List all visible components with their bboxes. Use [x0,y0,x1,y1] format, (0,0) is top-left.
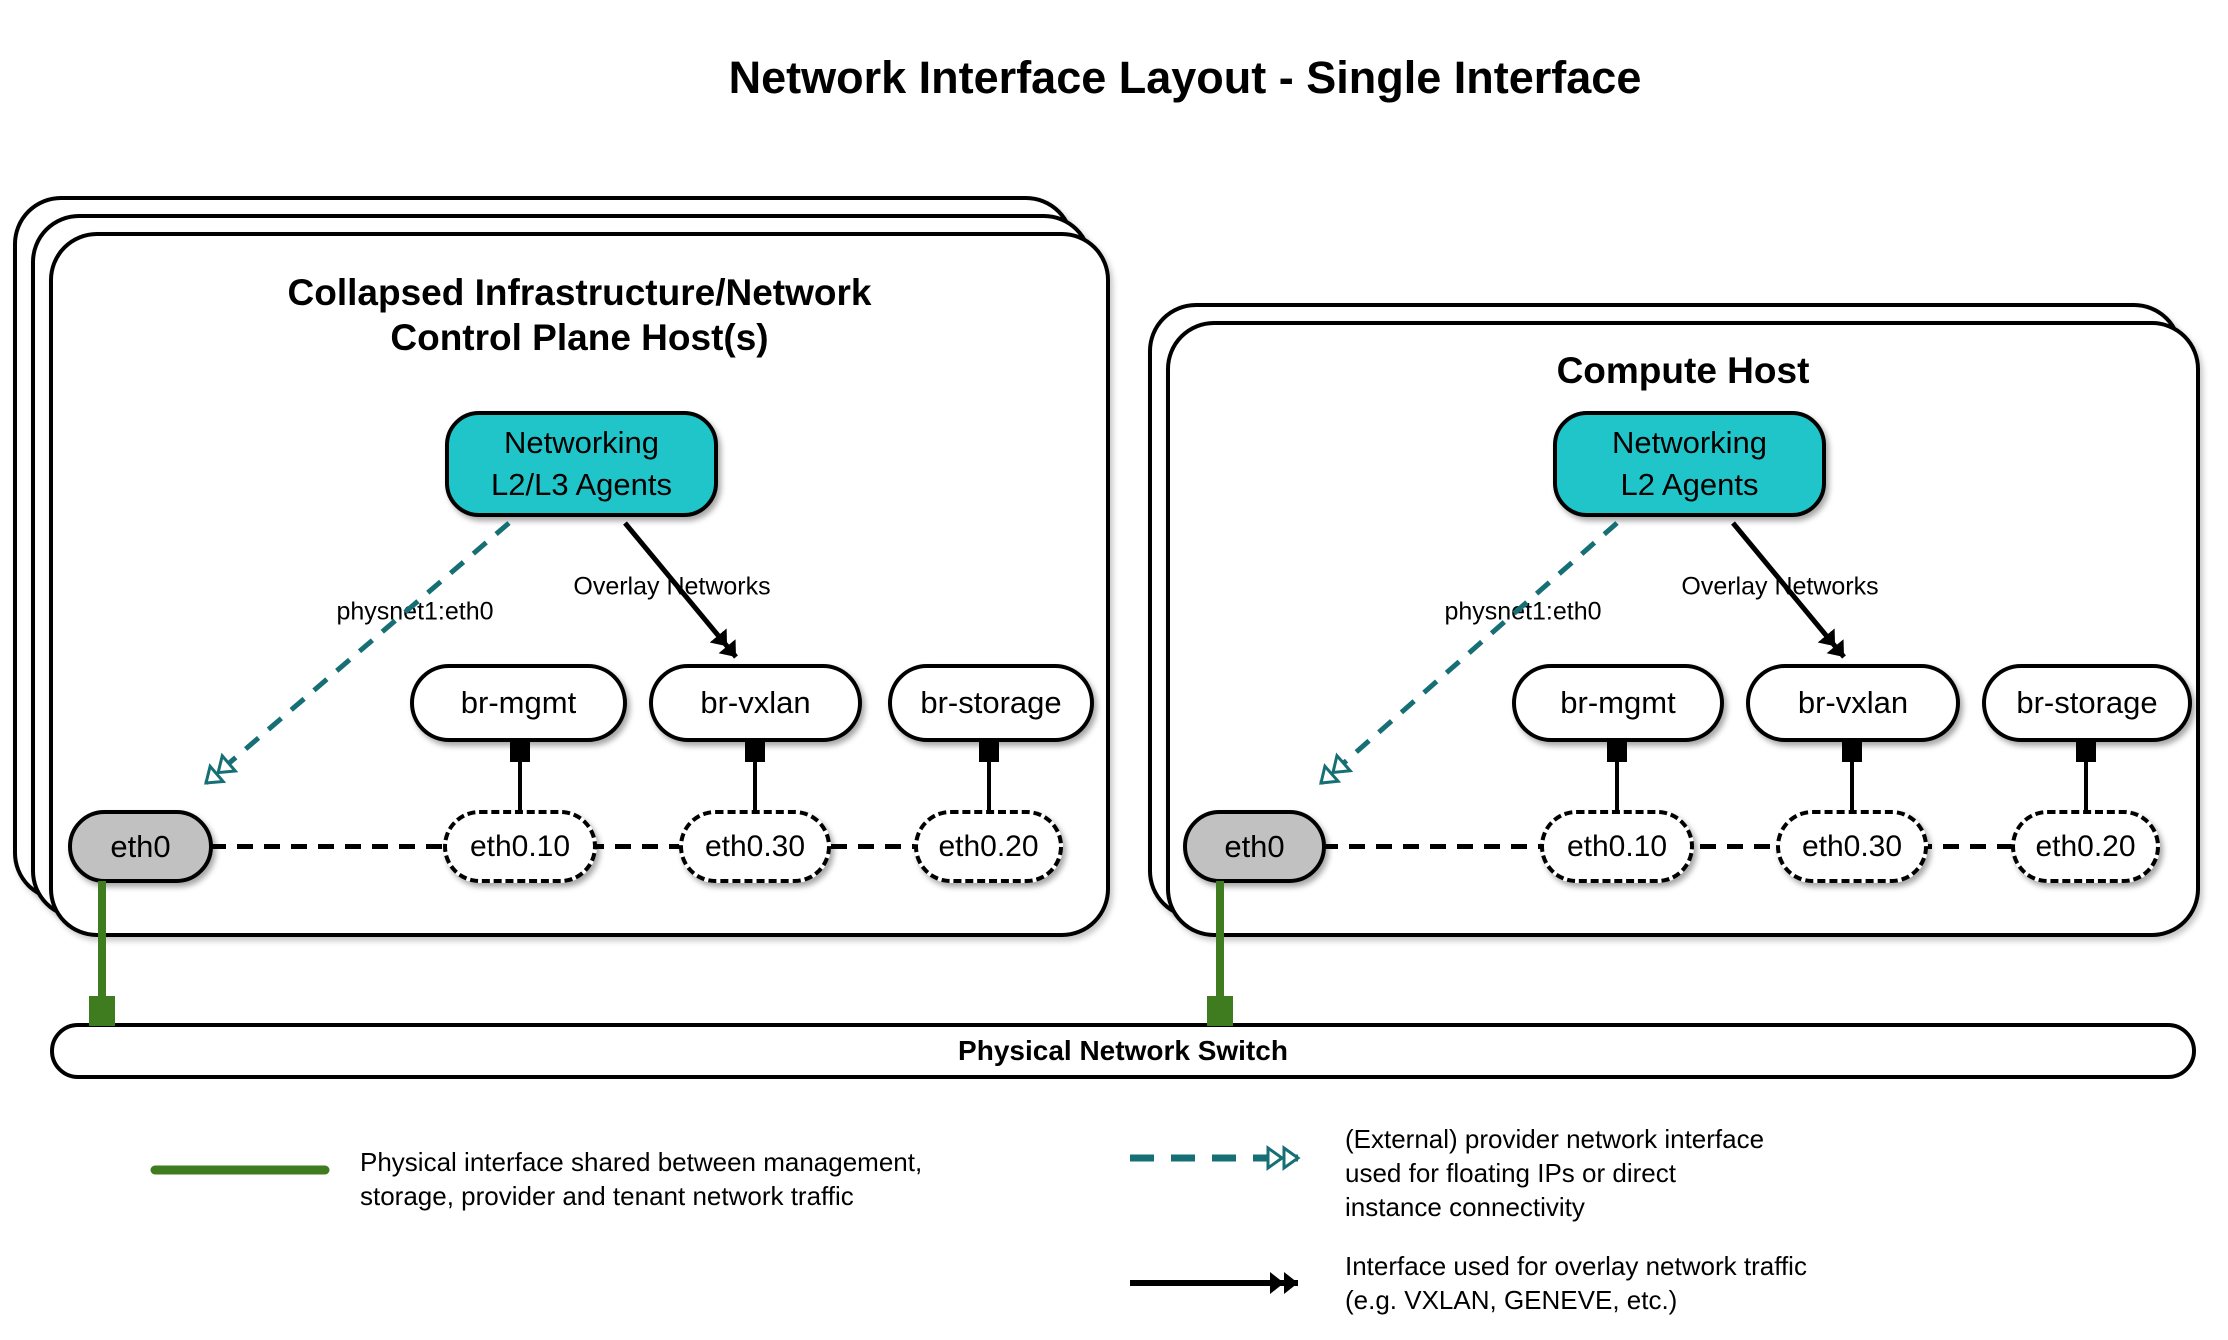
right-br-mgmt-port-square [1607,740,1627,762]
legend-overlay-line2: (e.g. VXLAN, GENEVE, etc.) [1345,1285,1678,1315]
left-bridge-br-storage: br-storage [888,664,1094,742]
page-title: Network Interface Layout - Single Interf… [728,52,1642,103]
control-plane-host-title-line2: Control Plane Host(s) [390,317,769,358]
legend-overlay-interface-text: Interface used for overlay network traff… [1345,1249,1807,1317]
left-br-vxlan-link-line [753,744,757,812]
left-agent-label-line2: L2/L3 Agents [491,467,672,502]
right-agent-label-line2: L2 Agents [1620,467,1759,502]
right-overlay-networks-label: Overlay Networks [1673,570,1887,604]
right-physnet-label: physnet1:eth0 [1436,595,1610,629]
left-br-mgmt-link-line [518,744,522,812]
left-overlay-networks-label: Overlay Networks [565,570,779,604]
control-plane-host-title: Collapsed Infrastructure/Network Control… [49,270,1110,360]
left-vlan-eth0-30: eth0.30 [679,810,831,883]
physical-network-switch-label: Physical Network Switch [958,1035,1288,1066]
right-switch-port-square [1207,996,1233,1026]
right-agent-label-line1: Networking [1611,425,1768,460]
right-br-storage-port-square [2076,740,2096,762]
right-br-storage-link-line [2084,744,2088,812]
right-vlan-eth0-30: eth0.30 [1776,810,1928,883]
right-bridge-br-vxlan: br-vxlan [1746,664,1960,742]
right-br-vxlan-port-square [1842,740,1862,762]
legend-physical-line1: Physical interface shared between manage… [360,1147,923,1177]
left-networking-agents-node: Networking L2/L3 Agents [445,411,718,517]
right-vlan-eth0-20: eth0.20 [2011,810,2160,883]
compute-host-title: Compute Host [1166,348,2200,393]
compute-host-title-line1: Compute Host [1556,350,1810,391]
right-bridge-br-mgmt: br-mgmt [1512,664,1724,742]
left-vlan-eth0-10: eth0.10 [443,810,597,883]
legend-provider-line3: instance connectivity [1345,1192,1585,1222]
legend-provider-interface-text: (External) provider network interface us… [1345,1122,1764,1224]
left-br-mgmt-port-square [510,740,530,762]
right-networking-agents-node: Networking L2 Agents [1553,411,1826,517]
right-br-vxlan-link-line [1850,744,1854,812]
left-vlan-eth0-20: eth0.20 [914,810,1063,883]
legend-provider-line2: used for floating IPs or direct [1345,1158,1676,1188]
right-bridge-br-storage: br-storage [1982,664,2192,742]
legend-provider-line1: (External) provider network interface [1345,1124,1765,1154]
left-physnet-label: physnet1:eth0 [328,595,502,629]
left-bridge-br-vxlan: br-vxlan [649,664,862,742]
left-br-storage-port-square [979,740,999,762]
control-plane-host-title-line1: Collapsed Infrastructure/Network [287,272,872,313]
left-switch-port-square [89,996,115,1026]
left-br-storage-link-line [987,744,991,812]
left-eth0-node: eth0 [68,810,213,883]
left-br-vxlan-port-square [745,740,765,762]
left-bridge-br-mgmt: br-mgmt [410,664,627,742]
left-agent-label-line1: Networking [503,425,660,460]
legend-physical-line2: storage, provider and tenant network tra… [360,1181,854,1211]
legend-physical-interface-text: Physical interface shared between manage… [360,1145,922,1213]
legend-overlay-line1: Interface used for overlay network traff… [1345,1251,1807,1281]
right-vlan-eth0-10: eth0.10 [1540,810,1694,883]
physical-network-switch: Physical Network Switch [50,1023,2196,1079]
right-eth0-node: eth0 [1183,810,1326,883]
